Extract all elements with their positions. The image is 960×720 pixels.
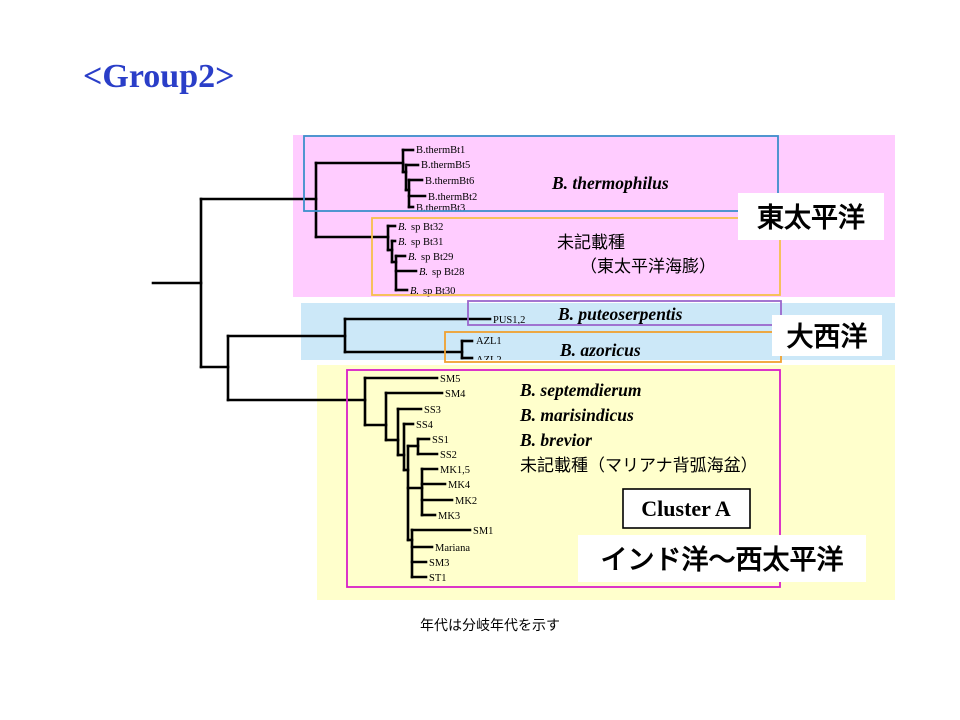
leaf-label: PUS1,2 [493,315,525,326]
undescribed-locality-label: （東太平洋海膨） [580,257,716,277]
leaf-label: ST1 [429,573,447,584]
puteoserpentis-label: B. puteoserpentis [557,304,683,324]
leaf-genus: B. [419,267,428,278]
phylogenetic-tree [151,148,492,579]
leaf-label: SM1 [473,526,493,537]
leaf-label: B.thermBt6 [425,176,474,187]
leaf-label: B. sp Bt32 [398,222,443,233]
leaf-label: SS1 [432,435,449,446]
puteoserpentis-box [467,300,782,326]
leaf-label: B.thermBt2 [428,192,477,203]
thermophilus-label: B. thermophilus [551,173,669,193]
leaf-label: Mariana [435,543,470,554]
leaf-name: sp Bt29 [421,252,453,263]
atlantic-label-box [772,315,882,356]
leaf-label: AZL2 [476,355,502,366]
marisindicus-label: B. marisindicus [519,405,634,425]
leaf-label: B. sp Bt31 [398,237,443,248]
brevior-label: B. brevior [519,430,592,450]
indo-west-pacific-label-box [578,535,866,582]
undescribed-epr-box [371,217,781,296]
cluster-a-box [346,369,781,588]
indo-west-pacific-leaves: SM5 SM4 SS3 SS4 SS1 SS2 MK1,5 MK4 MK2 MK… [416,374,493,584]
leaf-label: MK4 [448,480,471,491]
leaf-name: sp Bt31 [411,237,443,248]
atlantic-leaves: PUS1,2 AZL1 AZL2 [476,315,525,366]
leaf-label: SM3 [429,558,449,569]
leaf-label: SS2 [440,450,457,461]
east-pacific-leaves: B.thermBt1 B.thermBt5 B.thermBt6 B.therm… [398,145,477,297]
slide-title: <Group2> [83,58,235,95]
septemdierum-label: B. septemdierum [519,380,642,400]
leaf-label: MK2 [455,496,477,507]
leaf-label: MK1,5 [440,465,470,476]
leaf-genus: B. [398,237,407,248]
leaf-label: B. sp Bt29 [408,252,453,263]
leaf-label: B. sp Bt28 [419,267,464,278]
footnote: 年代は分岐年代を示す [420,618,560,634]
leaf-label: AZL1 [476,336,502,347]
leaf-label: SM5 [440,374,460,385]
leaf-label: B.thermBt3 [416,203,465,214]
leaf-label: SM4 [445,389,466,400]
leaf-genus: B. [410,286,419,297]
atlantic-label: 大西洋 [787,321,868,353]
leaf-genus: B. [398,222,407,233]
cluster-a-label: Cluster A [641,496,731,521]
cluster-a-label-box [622,488,751,529]
azoricus-label: B. azoricus [559,340,641,360]
leaf-label: B. sp Bt30 [410,286,455,297]
east-pacific-label: 東太平洋 [757,202,865,234]
indo-west-pacific-label: インド洋～西太平洋 [601,544,844,576]
east-pacific-label-box [738,193,884,240]
leaf-label: B.thermBt5 [421,160,470,171]
leaf-label: SS4 [416,420,434,431]
leaf-label: SS3 [424,405,441,416]
undescribed-species-label: 未記載種 [557,233,625,253]
leaf-label: MK3 [438,511,460,522]
undescribed-mariana-label: 未記載種（マリアナ背弧海盆） [520,456,758,476]
leaf-genus: B. [408,252,417,263]
leaf-name: sp Bt30 [423,286,455,297]
leaf-name: sp Bt32 [411,222,443,233]
leaf-label: B.thermBt1 [416,145,465,156]
thermophilus-box [303,135,779,212]
leaf-name: sp Bt28 [432,267,464,278]
